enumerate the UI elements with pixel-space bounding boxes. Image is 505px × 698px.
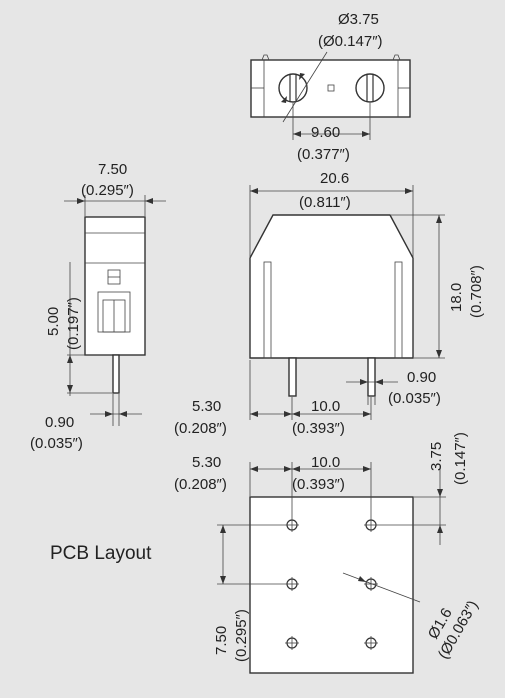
- side-pin: 0.90: [45, 414, 74, 431]
- side-pitch: 5.00: [45, 307, 62, 336]
- side-pin-in: (0.035″): [30, 435, 83, 452]
- front-width: 20.6: [320, 170, 349, 187]
- side-pitch-in: (0.197″): [65, 297, 82, 350]
- front-pitch: 10.0: [311, 398, 340, 415]
- pcb-top: 3.75: [428, 442, 445, 471]
- top-view-screw-right: [355, 73, 385, 103]
- pcb-top-in: (0.147″): [452, 432, 469, 485]
- pcb-pitch-in: (0.393″): [292, 476, 345, 493]
- pcb-hole: [364, 577, 378, 591]
- pcb-pitch: 10.0: [311, 454, 340, 471]
- pcb-layout: PCB Layout 5.30 (0.208″) 10.0: [50, 432, 482, 674]
- pcb-offset-in: (0.208″): [174, 476, 227, 493]
- pcb-hole: [364, 518, 378, 532]
- front-view-pin-right: [367, 357, 376, 397]
- front-height: 18.0: [448, 283, 465, 312]
- front-view-pin-left: [288, 357, 297, 397]
- top-view: Ø3.75 (Ø0.147″) 9.60 (0.377″): [250, 11, 411, 163]
- front-offset: 5.30: [192, 398, 221, 415]
- top-pitch-in: (0.377″): [297, 146, 350, 163]
- front-view: 20.6 (0.811″) 18.0 (0.708″) 0.90 (0.035″…: [174, 170, 485, 437]
- top-hole-dia-in: (Ø0.147″): [318, 33, 383, 50]
- side-view: 7.50 (0.295″) 5.00 (0.197″) 0.90 (0.035″…: [30, 161, 166, 452]
- top-pitch: 9.60: [311, 124, 340, 141]
- front-view-body: [249, 214, 414, 359]
- top-view-body: [250, 59, 411, 118]
- front-width-in: (0.811″): [299, 194, 351, 211]
- front-offset-in: (0.208″): [174, 420, 227, 437]
- side-width: 7.50: [98, 161, 127, 178]
- pcb-row-pitch-in: (0.295″): [233, 609, 250, 662]
- side-view-pin: [112, 354, 120, 394]
- pcb-hole: [285, 636, 299, 650]
- side-view-body: [84, 216, 146, 356]
- front-pin: 0.90: [407, 369, 436, 386]
- pcb-hole: [285, 518, 299, 532]
- top-hole-dia: Ø3.75: [338, 11, 379, 28]
- front-pin-in: (0.035″): [388, 390, 441, 407]
- front-height-in: (0.708″): [468, 265, 485, 318]
- front-pitch-in: (0.393″): [292, 420, 345, 437]
- pcb-hole: [285, 577, 299, 591]
- side-width-in: (0.295″): [81, 182, 134, 199]
- pcb-title: PCB Layout: [50, 543, 152, 564]
- pcb-offset: 5.30: [192, 454, 221, 471]
- pcb-hole: [364, 636, 378, 650]
- pcb-outline: [249, 496, 414, 674]
- top-view-screw-left: [278, 73, 308, 103]
- pcb-row-pitch: 7.50: [213, 626, 230, 655]
